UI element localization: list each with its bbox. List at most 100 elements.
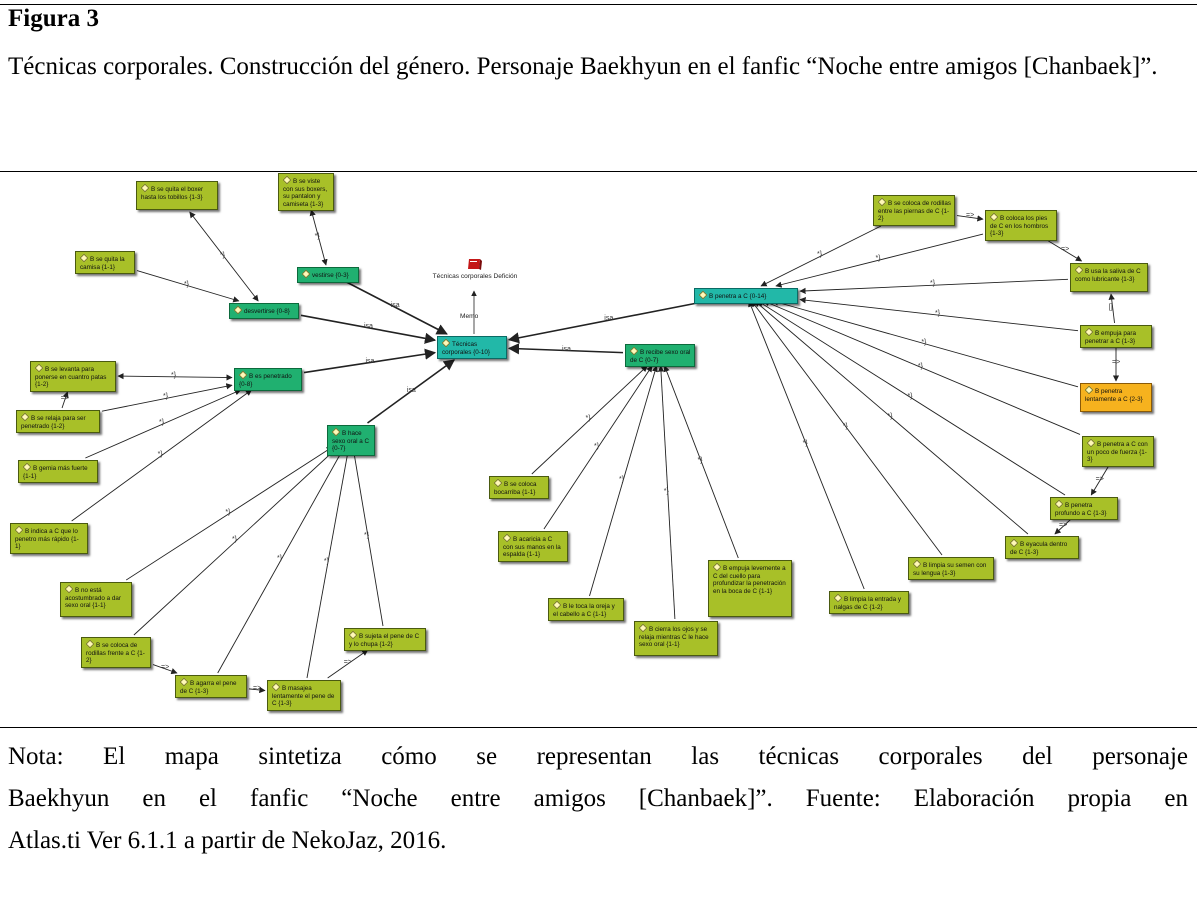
- assoc-edge: [136, 270, 240, 303]
- code-node[interactable]: B se coloca de rodillas frente a C {1-2}: [81, 637, 151, 668]
- node-label: B se coloca de rodillas frente a C {1-2}: [86, 642, 145, 665]
- code-node[interactable]: B limpia su semen con su lengua {1-3}: [908, 557, 994, 581]
- code-icon: [912, 559, 922, 569]
- family-node[interactable]: B recibe sexo oral de C {0-7}: [625, 344, 695, 368]
- isa-edge: [300, 314, 437, 344]
- note-rule: [0, 727, 1197, 728]
- seq-edge: [956, 215, 984, 222]
- assoc-edge: [775, 233, 984, 288]
- edge-label: *}: [159, 419, 165, 426]
- code-node[interactable]: B cierra los ojos y se relaja mientras C…: [634, 621, 718, 656]
- edge-label: []: [1108, 303, 1113, 311]
- code-icon: [238, 370, 248, 380]
- code-node[interactable]: B se coloca de rodillas entre las pierna…: [873, 195, 955, 226]
- code-node[interactable]: B se viste con sus boxers, su pantalon y…: [278, 173, 334, 212]
- code-node[interactable]: B gemia más fuerte {1-1}: [18, 460, 98, 484]
- code-icon: [271, 682, 281, 692]
- code-node[interactable]: B empuja para penetrar a C {1-3}: [1080, 325, 1152, 349]
- edge-label: *}: [277, 555, 283, 562]
- edge-label: *}: [231, 536, 237, 543]
- code-node[interactable]: B penetra a C con un poco de fuerza {1-3…: [1082, 436, 1154, 467]
- family-node[interactable]: vestirse {0-3}: [297, 267, 359, 283]
- code-node[interactable]: B se coloca bocarriba {1-1}: [489, 476, 549, 500]
- node-label: B coloca los pies de C en los hombros {1…: [990, 215, 1049, 238]
- family-node[interactable]: B es penetrado {0-8}: [234, 368, 302, 392]
- edge-label: =>: [343, 659, 352, 666]
- node-label: B eyacula dentro de C {1-3}: [1010, 541, 1068, 556]
- node-label: B cierra los ojos y se relaja mientras C…: [639, 626, 709, 649]
- assoc-edge: [306, 446, 351, 679]
- edge-label: isa: [365, 357, 375, 365]
- edge-label: =>: [1061, 246, 1070, 253]
- assoc-edge: [663, 365, 739, 559]
- code-node[interactable]: B acaricia a C con sus manos en la espal…: [498, 531, 568, 562]
- code-node[interactable]: B le toca la oreja y el cabello a C {1-1…: [548, 598, 624, 622]
- node-label: B usa la saliva de C como lubricante {1-…: [1075, 268, 1141, 283]
- node-label: B se coloca bocarriba {1-1}: [494, 481, 537, 496]
- code-node[interactable]: B indica a C que lo penetro más rápido {…: [10, 523, 88, 554]
- code-node[interactable]: B penetra profundo a C {1-3}: [1050, 497, 1118, 521]
- edge-label: =>: [160, 663, 170, 671]
- note-line: Nota: El mapa sintetiza cómo se represen…: [8, 743, 1188, 770]
- code-node[interactable]: B se levanta para ponerse en cuantro pat…: [30, 361, 116, 392]
- assoc-edge: [799, 278, 1069, 295]
- memo-node[interactable]: Técnicas corporales Defición: [426, 257, 524, 281]
- code-icon: [441, 338, 451, 348]
- network-edges: [61, 209, 1120, 694]
- node-label: B indica a C que lo penetro más rápido {…: [15, 528, 79, 551]
- code-node[interactable]: B se quita el boxer hasta los tobillos {…: [136, 181, 218, 210]
- code-icon: [552, 600, 562, 610]
- seq-edge: [61, 391, 69, 409]
- code-node[interactable]: B agarra el pene de C {1-3}: [175, 675, 247, 699]
- edge-label: *}: [323, 557, 329, 565]
- code-icon: [1084, 327, 1094, 337]
- code-node[interactable]: B se quita la camisa {1-1}: [75, 251, 135, 275]
- edge-label: *}: [585, 415, 591, 422]
- edge-label: =>: [966, 212, 975, 220]
- node-label: B penetra a C con un poco de fuerza {1-3…: [1087, 441, 1148, 464]
- code-icon: [877, 197, 887, 207]
- code-node[interactable]: B no está acostumbrado a dar sexo oral {…: [60, 582, 132, 617]
- code-node[interactable]: B penetra lentamente a C {2-3}: [1080, 383, 1152, 412]
- assoc-edge: [117, 372, 233, 381]
- code-node[interactable]: B limpia la entrada y nalgas de C {1-2}: [829, 591, 909, 615]
- node-label: B es penetrado {0-8}: [239, 373, 292, 388]
- code-icon: [698, 290, 708, 300]
- code-node[interactable]: B masajea lentamente el pene de C {1-3}: [267, 680, 341, 711]
- code-node[interactable]: B coloca los pies de C en los hombros {1…: [985, 210, 1057, 241]
- concept-network-diagram: Técnicas corporales Defición Memo Técnic…: [0, 173, 1197, 713]
- root-node[interactable]: Técnicas corporales {0-10}: [437, 336, 507, 360]
- assoc-edge: [760, 225, 882, 287]
- node-label: B hace sexo oral a C {0-7}: [332, 430, 370, 453]
- assoc-edge: [751, 300, 943, 556]
- code-node[interactable]: B empuja levemente a C del cuello para p…: [708, 560, 792, 617]
- edge-label: =>: [60, 395, 69, 402]
- node-label: B se coloca de rodillas entre las pierna…: [878, 200, 952, 223]
- code-node[interactable]: B sujeta el pene de C y lo chupa {1-2}: [344, 628, 426, 652]
- edge-label: *}: [802, 440, 808, 447]
- node-label: B penetra profundo a C {1-3}: [1055, 502, 1107, 517]
- node-label: B masajea lentamente el pene de C {1-3}: [272, 685, 335, 708]
- node-label: B se relaja para ser penetrado {1-2}: [21, 415, 86, 430]
- assoc-edge: [189, 211, 259, 302]
- edge-label: *}: [225, 508, 231, 516]
- code-icon: [85, 639, 95, 649]
- assoc-edge: [531, 365, 648, 475]
- edge-label: *}: [887, 412, 893, 420]
- code-node[interactable]: B eyacula dentro de C {1-3}: [1005, 536, 1079, 560]
- code-icon: [1009, 538, 1019, 548]
- node-label: B sujeta el pene de C y lo chupa {1-2}: [349, 633, 420, 648]
- code-icon: [493, 478, 503, 488]
- code-node[interactable]: B usa la saliva de C como lubricante {1-…: [1070, 263, 1148, 292]
- code-icon: [712, 562, 722, 572]
- assoc-edge: [101, 383, 233, 412]
- edge-label: *}: [817, 251, 823, 258]
- code-icon: [140, 183, 150, 193]
- family-node[interactable]: B penetra a C {0-14}: [694, 288, 798, 304]
- assoc-edge: [543, 365, 653, 530]
- family-node[interactable]: B hace sexo oral a C {0-7}: [327, 425, 375, 456]
- family-node[interactable]: desvertirse {0-8}: [229, 303, 299, 319]
- code-node[interactable]: B se relaja para ser penetrado {1-2}: [16, 410, 100, 434]
- node-label: B empuja para penetrar a C {1-3}: [1085, 330, 1136, 345]
- seq-edge: [152, 664, 178, 675]
